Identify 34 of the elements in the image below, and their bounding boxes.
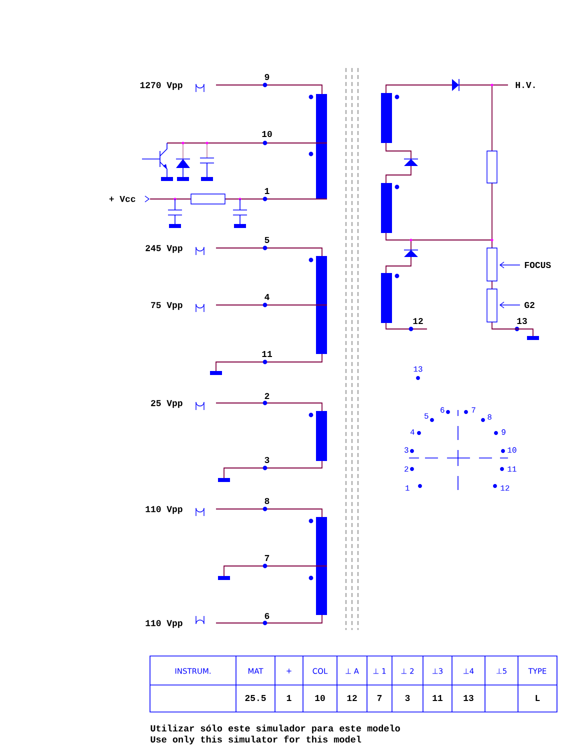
pin-number: 5 xyxy=(264,237,270,243)
pin-number: 12 xyxy=(413,318,423,324)
table-value: 13 xyxy=(464,694,474,702)
pin-number: 4 xyxy=(264,294,270,300)
voltage-label: 1270 Vpp xyxy=(140,82,182,90)
voltage-label: 245 Vpp xyxy=(146,245,182,253)
signal-label: + Vcc xyxy=(109,196,136,202)
pin-number: 13 xyxy=(517,318,527,324)
note: Use only this simulator for this model xyxy=(150,736,362,744)
signal-label: G2 xyxy=(524,302,534,308)
table-value: L xyxy=(536,695,540,701)
table-value: 12 xyxy=(347,695,357,701)
pin-number: 10 xyxy=(262,130,272,138)
voltage-label: 110 Vpp xyxy=(146,506,182,514)
table-value: 11 xyxy=(432,695,442,701)
voltage-label: 110 Vpp xyxy=(146,620,182,628)
pin-number: 7 xyxy=(264,555,270,561)
table-value: 10 xyxy=(315,694,325,702)
note: Utilizar sólo este simulador para este modelo xyxy=(150,724,400,734)
voltage-label: 75 Vpp xyxy=(151,302,182,310)
pin-number: 6 xyxy=(264,612,270,620)
pin-number: 8 xyxy=(264,498,270,504)
pin-number: 11 xyxy=(262,351,272,357)
pin-number: 9 xyxy=(264,74,270,80)
pin-number: 3 xyxy=(264,456,270,464)
voltage-label: 25 Vpp xyxy=(151,400,182,408)
signal-label: FOCUS xyxy=(524,262,551,268)
table-value: 7 xyxy=(377,695,382,701)
pin-number: 1 xyxy=(264,188,270,194)
signal-label: H.V. xyxy=(516,82,535,88)
table-value: 1 xyxy=(286,695,292,701)
table-value: 3 xyxy=(405,694,410,702)
pin-number: 2 xyxy=(264,393,270,399)
table-value: 25.5 xyxy=(245,694,266,702)
